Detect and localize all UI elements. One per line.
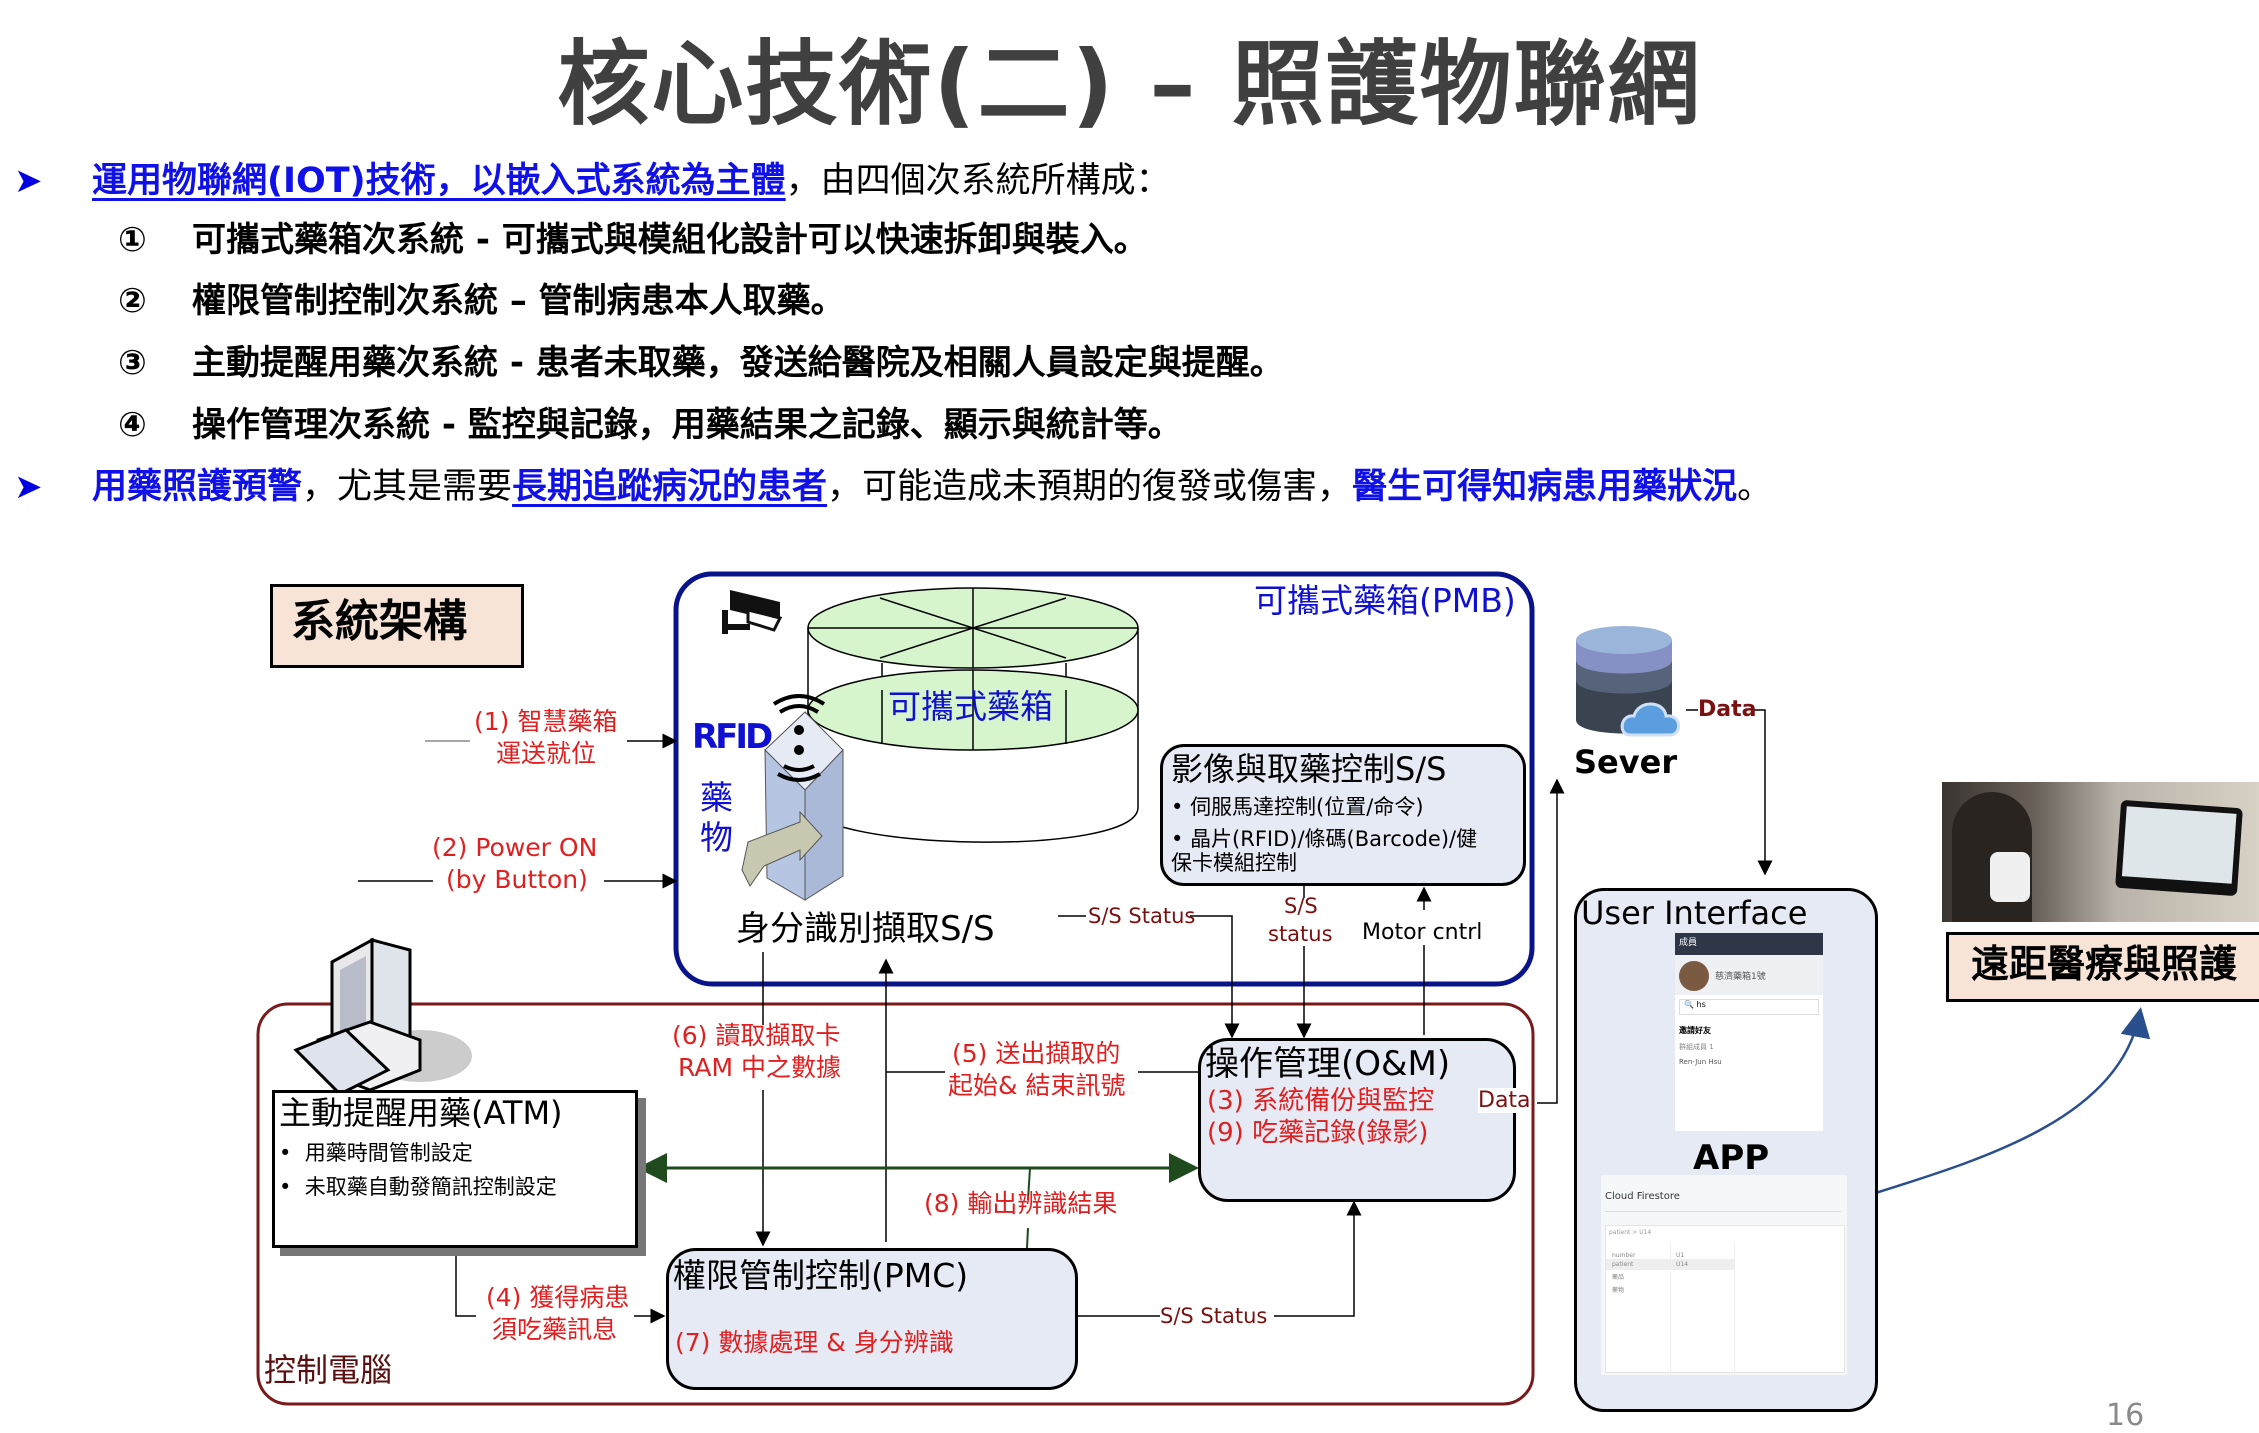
- iot-link[interactable]: 運用物聯網(IOT)技術，以嵌入式系統為主體: [92, 161, 786, 201]
- bullet-iot-rest: ，由四個次系統所構成：: [785, 161, 1171, 201]
- telecare-arrow: [1865, 1007, 2151, 1198]
- pmb-container: [673, 571, 1535, 987]
- line-search-input[interactable]: 🔍 hs: [1679, 999, 1819, 1015]
- user-interface-panel: User Interface 成員 慈濟藥箱1號 🔍 hs 邀請好友 群組成員 …: [1574, 888, 1878, 1412]
- medicine-box-label: 可攜式藥箱: [888, 687, 1053, 726]
- arrow-bullet-icon: ➤: [14, 161, 43, 201]
- firestore-screenshot: Cloud Firestore patient > U14 number pat…: [1601, 1175, 1847, 1375]
- bullet-warning: ➤用藥照護預警，尤其是需要長期追蹤病況的患者，可能造成未預期的復發或傷害，醫生可…: [14, 467, 1773, 507]
- pmc-box: 權限管制控制(PMC) (7) 數據處理 & 身分辨識: [666, 1248, 1078, 1390]
- line-chat-screenshot: 成員 慈濟藥箱1號 🔍 hs 邀請好友 群組成員 1 Ren-Jun Hsu: [1675, 933, 1823, 1131]
- om-box: 操作管理(O&M) (3) 系統備份與監控 (9) 吃藥記錄(錄影): [1198, 1038, 1516, 1202]
- medicine-label: 藥物: [700, 778, 733, 857]
- page-title: 核心技術(二) – 照護物聯網: [557, 31, 1702, 138]
- telecare-photo: [1942, 782, 2259, 922]
- avatar: [1679, 961, 1709, 991]
- computer-icon: [293, 937, 472, 1096]
- pmb-title: 可攜式藥箱(PMB): [1254, 581, 1516, 620]
- rfid-reader-icon: [764, 694, 844, 901]
- app-label: APP: [1693, 1138, 1770, 1178]
- server-database-icon: [1576, 626, 1680, 737]
- telecare-label-box: 遠距醫療與照護: [1946, 932, 2259, 1002]
- atm-box: 主動提醒用藥(ATM) • 用藥時間管制設定 • 未取藥自動發簡訊控制設定: [272, 1090, 638, 1248]
- dispense-arrow-icon: [741, 810, 823, 887]
- image-dispense-control-box: 影像與取藥控制S/S • 伺服馬達控制(位置/命令) • 晶片(RFID)/條碼…: [1160, 744, 1526, 886]
- bullet-iot: ➤ 運用物聯網(IOT)技術，以嵌入式系統為主體，由四個次系統所構成：: [14, 152, 1171, 203]
- rfid-label: RFID: [692, 717, 773, 757]
- camera-icon: [722, 590, 783, 634]
- arrow-bullet-icon: ➤: [14, 467, 43, 507]
- medicine-box-drum: [807, 587, 1139, 843]
- control-pc-label: 控制電腦: [264, 1351, 393, 1389]
- id-capture-subsystem: 身分識別擷取S/S: [736, 909, 995, 949]
- control-pc-container: [256, 1002, 1535, 1406]
- page-number: 16: [2106, 1398, 2145, 1433]
- server-label: Sever: [1574, 743, 1678, 781]
- system-architecture-heading: 系統架構: [270, 584, 524, 668]
- long-term-patient-link[interactable]: 長期追蹤病況的患者: [512, 467, 828, 507]
